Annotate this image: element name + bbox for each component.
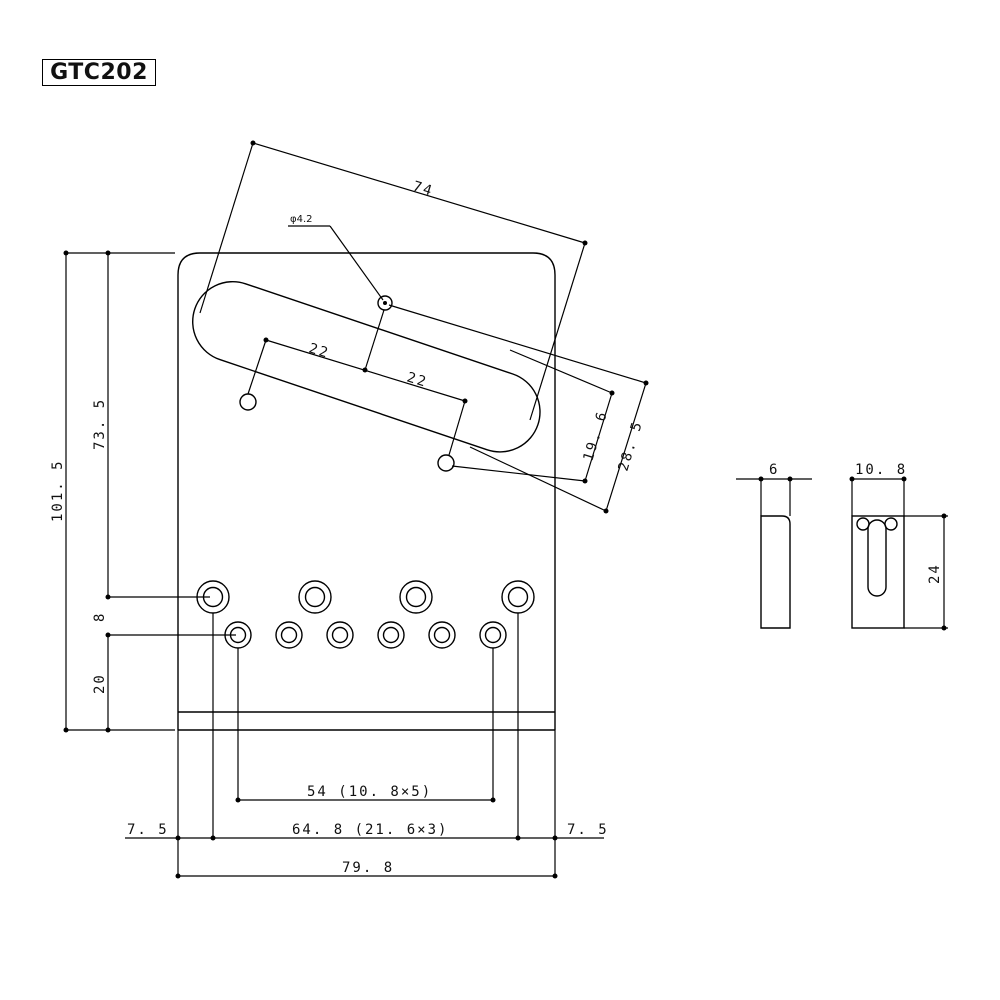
svg-text:54 (10. 8×5): 54 (10. 8×5) (307, 784, 432, 800)
string-holes-bottom (224, 621, 507, 649)
svg-text:φ4.2: φ4.2 (290, 214, 313, 225)
dimension-22-22: 22 22 (247, 309, 468, 456)
saddle-view: 10. 8 24 (849, 462, 948, 631)
bridge-plate (177, 252, 556, 731)
pickup-mount-hole-left (239, 393, 257, 411)
part-number-label: GTC202 (42, 59, 156, 86)
svg-text:20: 20 (92, 673, 108, 694)
dimension-64-8: 64. 8 (21. 6×3) 7. 5 7. 5 (125, 613, 609, 841)
svg-text:19. 6: 19. 6 (581, 409, 612, 464)
svg-text:10. 8: 10. 8 (855, 462, 907, 478)
svg-text:79. 8: 79. 8 (342, 860, 394, 876)
svg-text:64. 8 (21. 6×3): 64. 8 (21. 6×3) (292, 822, 448, 838)
dimension-54: 54 (10. 8×5) (235, 648, 496, 803)
dimension-73-5: 73. 5 (92, 250, 111, 600)
svg-text:74: 74 (411, 179, 436, 200)
svg-text:7. 5: 7. 5 (127, 822, 169, 838)
svg-text:7. 5: 7. 5 (567, 822, 609, 838)
saddle-holes-top (196, 580, 535, 614)
center-hole (377, 295, 393, 311)
svg-text:8: 8 (92, 612, 108, 622)
dimension-19-6-28-5: 19. 6 28. 5 (388, 304, 649, 514)
dimension-74: 74 (199, 140, 588, 421)
dimension-8: 8 (92, 596, 236, 638)
svg-text:24: 24 (927, 563, 943, 584)
hole-diameter-callout: φ4.2 (288, 214, 384, 301)
svg-text:22: 22 (307, 341, 332, 362)
svg-text:6: 6 (769, 462, 779, 478)
side-view: 6 (736, 462, 812, 629)
dimension-79-8: 79. 8 (175, 730, 558, 879)
dimension-20: 20 (92, 635, 111, 733)
svg-text:28. 5: 28. 5 (616, 419, 647, 474)
svg-text:22: 22 (405, 370, 430, 391)
svg-text:73. 5: 73. 5 (92, 398, 108, 450)
pickup-mount-hole-right (437, 454, 455, 472)
dimension-101-5: 101. 5 (50, 250, 175, 733)
svg-text:101. 5: 101. 5 (50, 459, 66, 522)
